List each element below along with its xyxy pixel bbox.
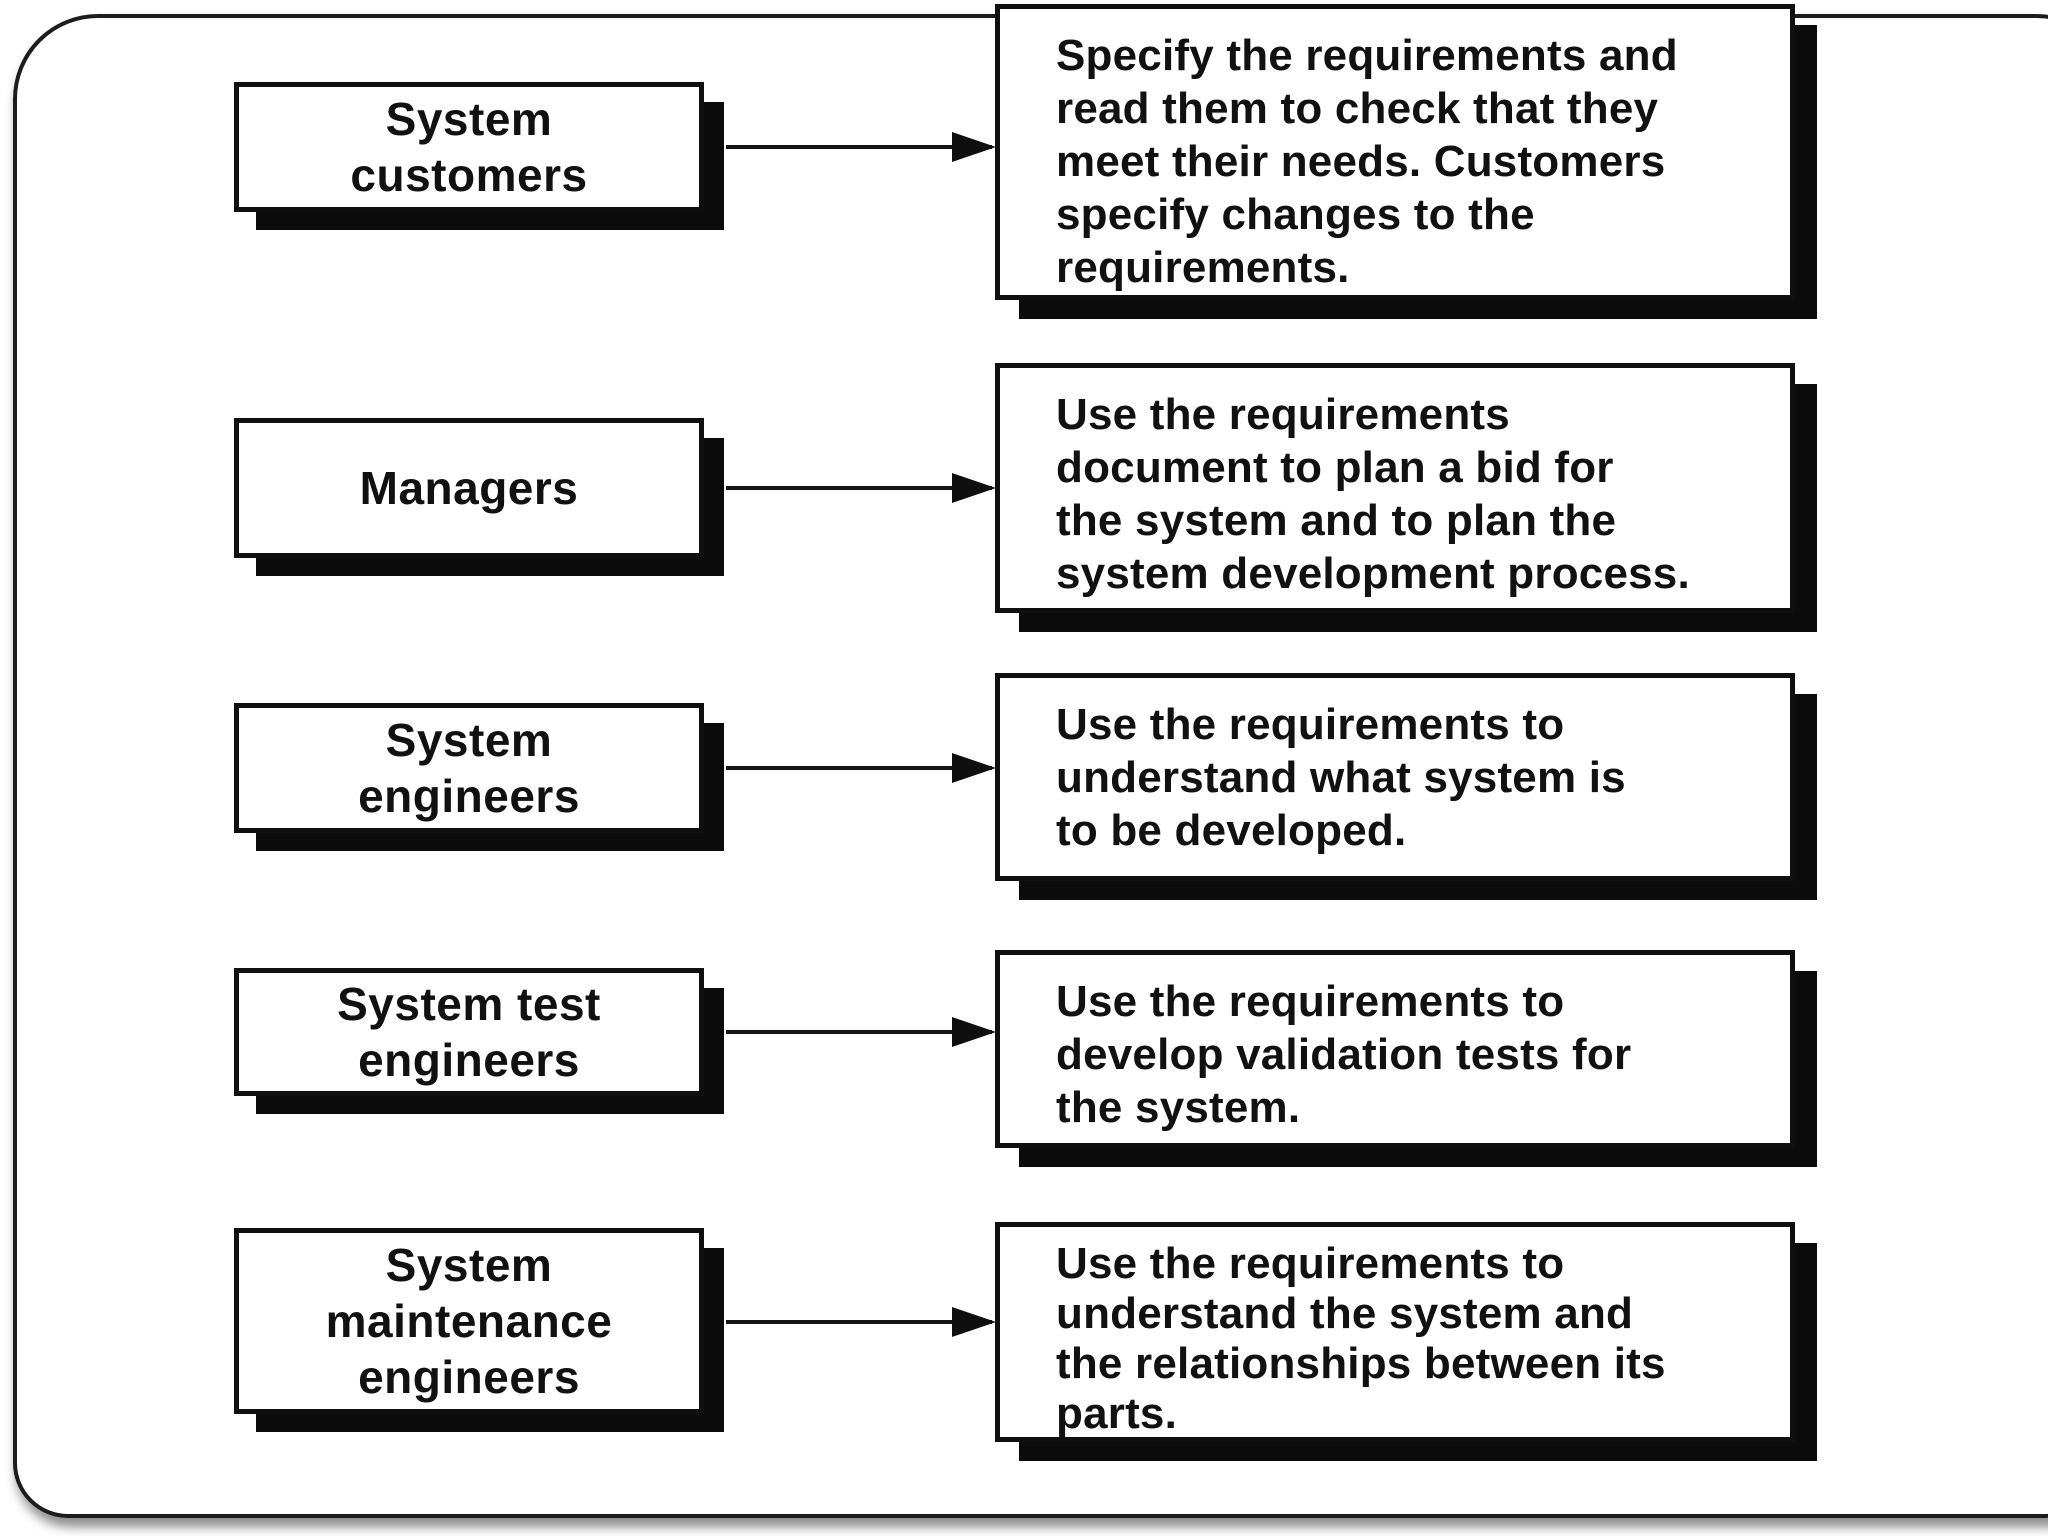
description-text: Use the requirements to understand the s…: [1056, 1239, 1666, 1438]
description-text: Use the requirements to develop validati…: [1056, 977, 1632, 1132]
arrow-head-icon: [952, 753, 996, 783]
actor-label: System engineers: [358, 714, 580, 822]
flow-arrow: [726, 473, 996, 503]
actor-box-system-maintenance-engineers: System maintenance engineers: [234, 1228, 704, 1414]
description-text: Use the requirements to understand what …: [1056, 700, 1626, 855]
description-box: Use the requirements to understand the s…: [995, 1222, 1795, 1442]
actor-label: System maintenance engineers: [325, 1239, 613, 1403]
actor-box-managers: Managers: [234, 418, 704, 558]
description-box: Specify the requirements and read them t…: [995, 4, 1795, 300]
actor-box-system-customers: System customers: [234, 82, 704, 212]
arrow-head-icon: [952, 473, 996, 503]
actor-box-system-engineers: System engineers: [234, 703, 704, 833]
actor-box-system-test-engineers: System test engineers: [234, 968, 704, 1096]
description-box: Use the requirements to develop validati…: [995, 950, 1795, 1148]
arrow-head-icon: [952, 1017, 996, 1047]
actor-label: Managers: [359, 462, 579, 514]
actor-label: System test engineers: [337, 978, 601, 1086]
flow-arrow: [726, 132, 996, 162]
arrow-head-icon: [952, 1307, 996, 1337]
arrow-head-icon: [952, 132, 996, 162]
flow-arrow: [726, 753, 996, 783]
flow-arrow: [726, 1307, 996, 1337]
actor-label: System customers: [350, 93, 588, 201]
description-box: Use the requirements document to plan a …: [995, 363, 1795, 613]
flow-arrow: [726, 1017, 996, 1047]
description-box: Use the requirements to understand what …: [995, 673, 1795, 881]
description-text: Use the requirements document to plan a …: [1056, 390, 1690, 598]
description-text: Specify the requirements and read them t…: [1056, 31, 1678, 292]
